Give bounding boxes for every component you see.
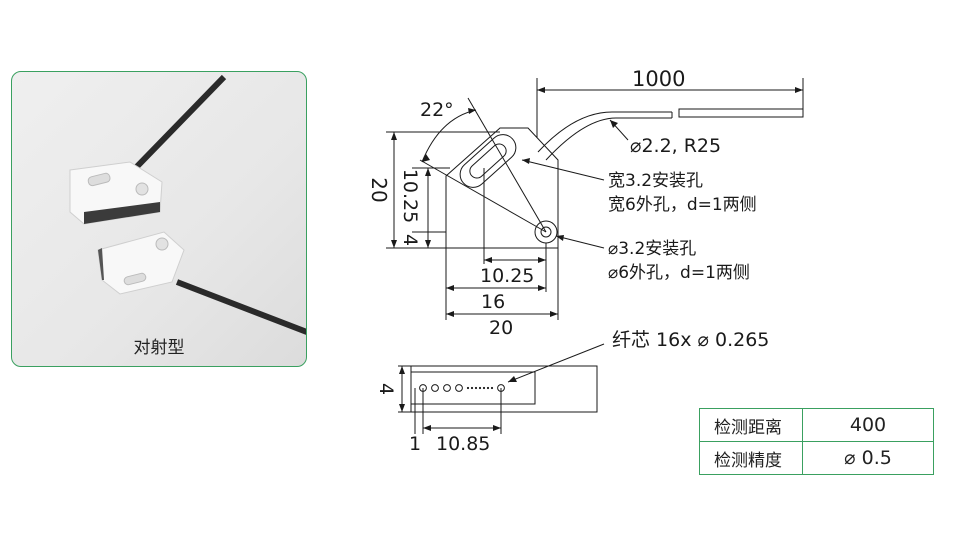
upper-cable (119, 74, 227, 185)
round-hole-label-line1: ⌀3.2安装孔 (608, 239, 696, 259)
table-row: 检测距离 400 (699, 408, 934, 442)
angle-line-diagonal (419, 159, 547, 233)
cable-length-label: 1000 (632, 67, 685, 91)
cable-spec-label: ⌀2.2, R25 (630, 135, 721, 157)
product-photo-card: 对射型 (11, 71, 307, 367)
front-dim-4-label: 4 (375, 383, 397, 395)
slot-inner (469, 143, 507, 179)
angle-label: 22° (420, 99, 454, 121)
slot-hole-label-line1: 宽3.2安装孔 (608, 171, 703, 191)
table-row: 检测精度 ⌀ 0.5 (699, 441, 934, 475)
spec-value-detection-accuracy: ⌀ 0.5 (802, 441, 934, 475)
photo-caption: 对射型 (133, 338, 185, 358)
dim-height-20-label: 20 (367, 177, 391, 202)
front-dim-10-85-label: 10.85 (436, 433, 490, 455)
round-hole-label-line2: ⌀6外孔，d=1两侧 (608, 263, 750, 283)
angle-line-vertical (467, 97, 547, 233)
spec-label-detection-distance: 检测距离 (699, 408, 803, 442)
dim-10-25-horizontal-label: 10.25 (480, 265, 534, 287)
spec-table: 检测距离 400 检测精度 ⌀ 0.5 (699, 408, 934, 475)
product-photo (69, 74, 306, 335)
slot-outer (459, 134, 517, 188)
fiber-leader (507, 343, 605, 383)
spec-label-detection-accuracy: 检测精度 (699, 441, 803, 475)
slot-hole-label-line2: 宽6外孔，d=1两侧 (608, 195, 757, 215)
dim-4-vertical-label: 4 (399, 234, 421, 246)
cable-upper-edge (537, 111, 672, 153)
upper-sensor-head (69, 161, 163, 225)
spec-value-detection-distance: 400 (802, 408, 934, 442)
fiber-core-ellipsis (466, 386, 494, 390)
arrowheads (391, 87, 803, 431)
dim-16-label: 16 (481, 291, 505, 313)
lower-cable (175, 279, 306, 335)
dim-10-25-vertical-label: 10.25 (399, 169, 421, 223)
cable-end (678, 108, 804, 118)
dim-width-20-label: 20 (489, 317, 513, 339)
lower-sensor-head (97, 231, 185, 295)
fiber-cores (419, 384, 505, 392)
fiber-core-label: 纤芯 16x ⌀ 0.265 (612, 329, 769, 351)
cable-lower-edge (545, 117, 672, 161)
front-dim-1-label: 1 (409, 433, 421, 455)
slot-leader (521, 159, 605, 181)
front-view-fiber-window (410, 371, 536, 405)
round-hole-inner (540, 226, 552, 238)
round-hole-leader (555, 235, 605, 249)
